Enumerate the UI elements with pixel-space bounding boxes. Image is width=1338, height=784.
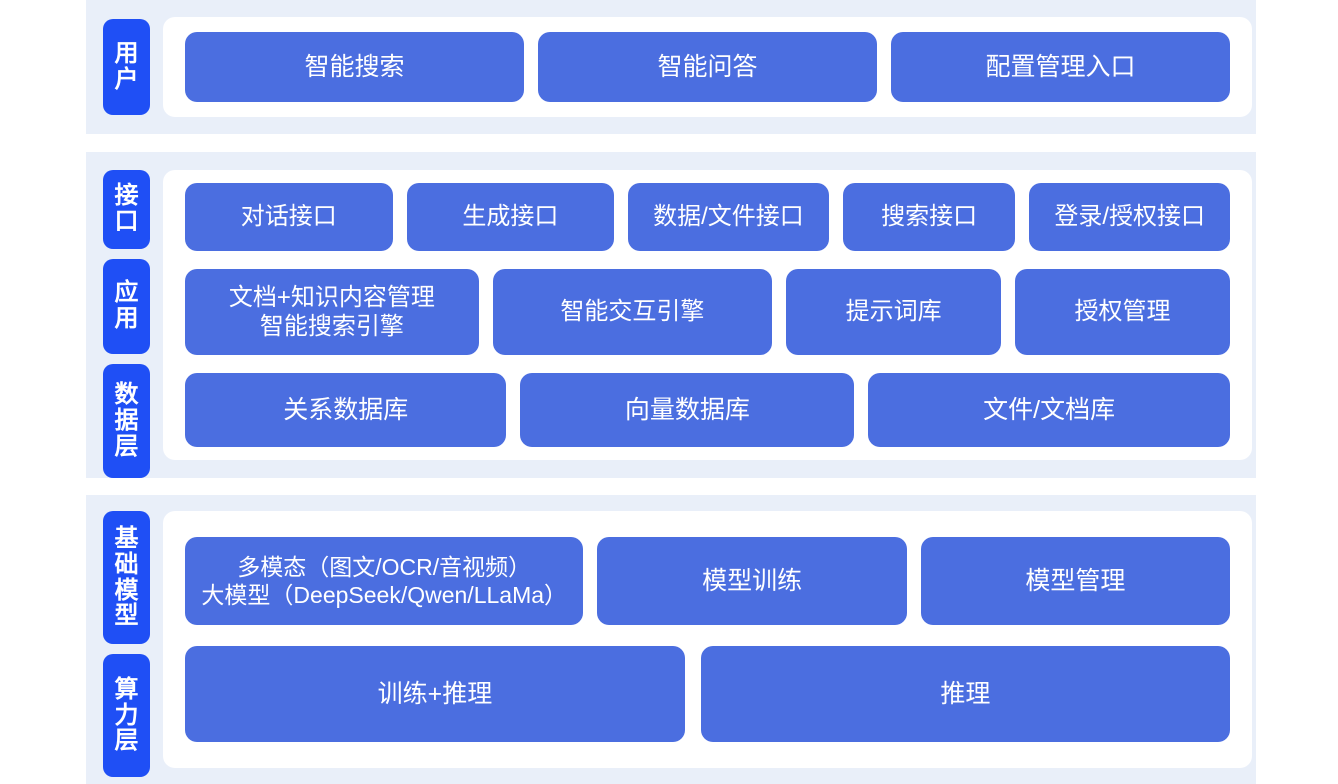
box-model-management[interactable]: 模型管理 (920, 537, 1230, 625)
box-dialog-interface[interactable]: 对话接口 (185, 183, 393, 251)
box-relational-database[interactable]: 关系数据库 (185, 373, 507, 447)
side-tab-application-label: 应用 (114, 279, 139, 333)
box-file-document-store[interactable]: 文件/文档库 (868, 373, 1230, 447)
side-tab-application[interactable]: 应用 (103, 258, 150, 354)
side-tab-compute-layer[interactable]: 算力层 (103, 654, 150, 777)
box-config-management-entry[interactable]: 配置管理入口 (891, 32, 1230, 102)
side-tab-compute-layer-label: 算力层 (114, 675, 139, 755)
side-tab-foundation-model[interactable]: 基础模型 (103, 511, 150, 644)
application-row: 文档+知识内容管理 智能搜索引擎 智能交互引擎 提示词库 授权管理 (163, 269, 1252, 355)
box-smart-qa[interactable]: 智能问答 (538, 32, 877, 102)
band-middle-tab-column: 接口 应用 数据层 (86, 152, 150, 478)
side-tab-data-layer[interactable]: 数据层 (103, 363, 150, 478)
band-infrastructure-tab-column: 基础模型 算力层 (86, 495, 150, 784)
box-smart-search[interactable]: 智能搜索 (185, 32, 524, 102)
band-user-tab-column: 用户 (86, 0, 150, 134)
side-tab-user-label: 用户 (114, 40, 139, 93)
box-data-file-interface[interactable]: 数据/文件接口 (628, 183, 829, 251)
side-tab-user[interactable]: 用户 (103, 19, 150, 115)
box-search-interface[interactable]: 搜索接口 (842, 183, 1016, 251)
side-tab-foundation-model-label: 基础模型 (114, 524, 139, 630)
band-infrastructure: 基础模型 算力层 多模态（图文/OCR/音视频） 大模型（DeepSeek/Qw… (86, 495, 1256, 784)
box-prompt-library[interactable]: 提示词库 (786, 269, 1002, 355)
box-login-auth-interface[interactable]: 登录/授权接口 (1029, 183, 1230, 251)
box-authorization-management[interactable]: 授权管理 (1015, 269, 1230, 355)
side-tab-interface[interactable]: 接口 (103, 170, 150, 249)
band-middle: 接口 应用 数据层 对话接口 生成接口 数据/文件接口 搜索接口 登录/授权接口… (86, 152, 1256, 478)
band-user-panel: 智能搜索 智能问答 配置管理入口 (163, 17, 1252, 117)
box-multimodal-large-model[interactable]: 多模态（图文/OCR/音视频） 大模型（DeepSeek/Qwen/LLaMa） (185, 537, 584, 625)
interface-row: 对话接口 生成接口 数据/文件接口 搜索接口 登录/授权接口 (163, 183, 1252, 251)
box-generation-interface[interactable]: 生成接口 (406, 183, 615, 251)
side-tab-interface-label: 接口 (114, 182, 139, 236)
band-middle-panel: 对话接口 生成接口 数据/文件接口 搜索接口 登录/授权接口 文档+知识内容管理… (163, 170, 1252, 460)
box-document-knowledge-management[interactable]: 文档+知识内容管理 智能搜索引擎 (185, 269, 479, 355)
foundation-model-row: 多模态（图文/OCR/音视频） 大模型（DeepSeek/Qwen/LLaMa）… (163, 537, 1252, 625)
box-model-training[interactable]: 模型训练 (597, 537, 907, 625)
band-infrastructure-panel: 多模态（图文/OCR/音视频） 大模型（DeepSeek/Qwen/LLaMa）… (163, 511, 1252, 768)
compute-layer-row: 训练+推理 推理 (163, 646, 1252, 742)
user-row: 智能搜索 智能问答 配置管理入口 (163, 32, 1252, 102)
box-vector-database[interactable]: 向量数据库 (520, 373, 855, 447)
box-training-inference[interactable]: 训练+推理 (185, 646, 685, 742)
data-layer-row: 关系数据库 向量数据库 文件/文档库 (163, 373, 1252, 447)
box-inference[interactable]: 推理 (700, 646, 1230, 742)
band-user: 用户 智能搜索 智能问答 配置管理入口 (86, 0, 1256, 134)
side-tab-data-layer-label: 数据层 (114, 381, 139, 460)
box-smart-interaction-engine[interactable]: 智能交互引擎 (492, 269, 773, 355)
